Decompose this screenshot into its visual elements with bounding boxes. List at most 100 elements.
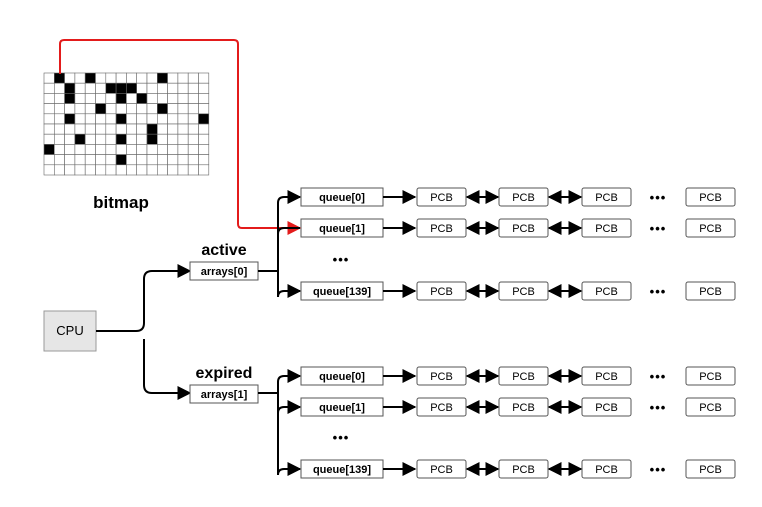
- bitmap-cell: [187, 93, 199, 104]
- pcb-box: [685, 218, 736, 238]
- bitmap-cell: [43, 72, 55, 84]
- bitmap-cell: [146, 93, 158, 104]
- bitmap-cell: [84, 103, 96, 115]
- bitmap-cell: [136, 123, 148, 135]
- bitmap-cell: [157, 93, 168, 104]
- bitmap-cell: [105, 72, 117, 84]
- bitmap-cell: [187, 144, 199, 155]
- bitmap-cell: [105, 113, 117, 125]
- bitmap-cell: [84, 164, 96, 176]
- bitmap-cell: [53, 154, 65, 166]
- bitmap-cell-set: [146, 123, 158, 135]
- pcb-label: PCB: [430, 286, 453, 298]
- bitmap-cell: [74, 164, 86, 176]
- bitmap-cell: [136, 144, 148, 155]
- queue-branch-line: [277, 369, 302, 393]
- bitmap-cell: [84, 144, 96, 155]
- bitmap-cell-set: [64, 82, 76, 94]
- pcb-label: PCB: [430, 371, 453, 383]
- pcb-label: PCB: [512, 223, 535, 235]
- bitmap-cell: [146, 113, 158, 125]
- pcb-label: PCB: [512, 286, 535, 298]
- bitmap-cell: [198, 133, 210, 145]
- bitmap-cell: [74, 82, 86, 94]
- bitmap-cell: [84, 133, 96, 145]
- bitmap-cell: [115, 103, 127, 115]
- bitmap-cell: [198, 123, 210, 135]
- pcb-label: PCB: [699, 223, 722, 235]
- bitmap-cell: [53, 93, 65, 104]
- pcb-ellipsis: •••: [650, 190, 667, 205]
- pcb-ellipsis: •••: [650, 462, 667, 477]
- bitmap-cell: [53, 113, 65, 125]
- bitmap-cell-set: [115, 113, 127, 125]
- queue-label: queue[139]: [313, 286, 371, 298]
- bitmap-cell: [167, 93, 179, 104]
- pcb-label: PCB: [512, 464, 535, 476]
- bitmap-cell: [43, 164, 55, 176]
- bitmap-cell: [53, 144, 65, 155]
- bitmap-label: bitmap: [93, 193, 149, 212]
- bitmap-cell: [198, 144, 210, 155]
- pcb-label: PCB: [430, 402, 453, 414]
- bitmap-cell: [136, 154, 148, 166]
- bitmap-cell: [177, 93, 189, 104]
- active-queue-ellipsis: •••: [333, 252, 350, 267]
- bitmap-cell: [126, 164, 138, 176]
- bitmap-pointer-arrow: [59, 39, 302, 235]
- bitmap-cell: [187, 113, 199, 125]
- bitmap-cell: [64, 72, 76, 84]
- bitmap-cell: [84, 113, 96, 125]
- bitmap-cell: [157, 113, 168, 125]
- bitmap-cell: [136, 82, 148, 94]
- bitmap-cell: [64, 103, 76, 115]
- queue-label: queue[1]: [319, 402, 365, 414]
- bitmap-cell: [43, 123, 55, 135]
- bitmap-cell: [53, 123, 65, 135]
- bitmap-cell: [95, 113, 107, 125]
- bitmap-grid: [43, 72, 210, 176]
- pcb-label: PCB: [699, 402, 722, 414]
- bitmap-cell: [146, 154, 158, 166]
- bitmap-cell: [105, 144, 117, 155]
- bitmap-cell: [126, 93, 138, 104]
- bitmap-cell-set: [157, 72, 168, 84]
- bitmap-cell: [136, 103, 148, 115]
- queue-label: queue[1]: [319, 223, 365, 235]
- bitmap-cell: [126, 133, 138, 145]
- bitmap-cell: [43, 154, 55, 166]
- bitmap-cell: [167, 82, 179, 94]
- bitmap-cell: [187, 103, 199, 115]
- bitmap-cell: [84, 93, 96, 104]
- pcb-label: PCB: [699, 371, 722, 383]
- bitmap-cell: [95, 133, 107, 145]
- pcb-label: PCB: [595, 286, 618, 298]
- bitmap-cell: [84, 82, 96, 94]
- queue-label: queue[0]: [319, 192, 365, 204]
- bitmap-cell: [53, 164, 65, 176]
- queue-branch-line: [277, 393, 302, 414]
- bitmap-cell: [177, 103, 189, 115]
- bitmap-cell: [167, 133, 179, 145]
- bitmap-cell: [126, 123, 138, 135]
- bitmap-cell: [198, 93, 210, 104]
- pcb-box: [685, 187, 736, 207]
- bitmap-cell: [187, 123, 199, 135]
- bitmap-cell: [187, 82, 199, 94]
- expired-queue-ellipsis: •••: [333, 430, 350, 445]
- bitmap-cell: [95, 144, 107, 155]
- bitmap-cell: [74, 144, 86, 155]
- bitmap-cell: [74, 123, 86, 135]
- bitmap-cell: [177, 164, 189, 176]
- queue-branches: [258, 190, 302, 476]
- bitmap-cell: [115, 72, 127, 84]
- bitmap-cell: [105, 154, 117, 166]
- bitmap-cell: [43, 93, 55, 104]
- queue-branch-line: [277, 190, 302, 271]
